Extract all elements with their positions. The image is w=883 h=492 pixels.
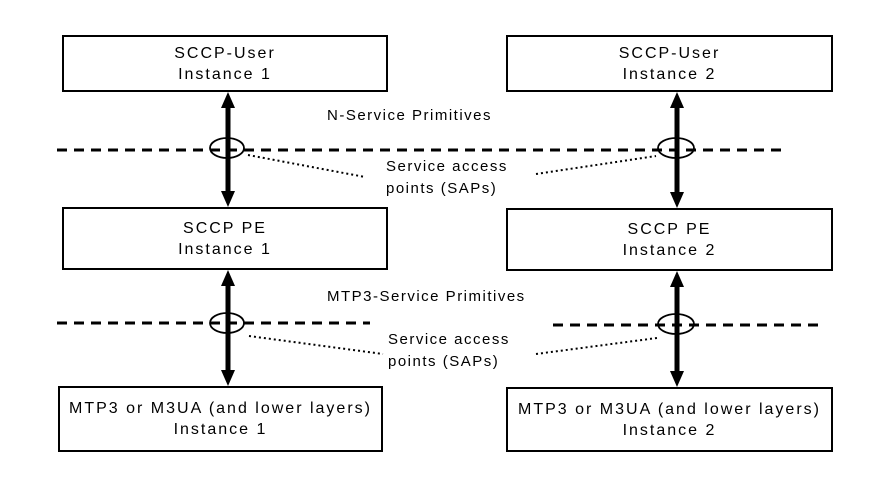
sap-label-upper: Service access points (SAPs) [386, 156, 508, 200]
arrowhead-up-icon [670, 271, 684, 287]
sap-label-line2: points (SAPs) [386, 180, 498, 197]
sap-leader-line-upper-right [535, 155, 657, 175]
arrowhead-down-icon [670, 371, 684, 387]
box-instance: Instance 1 [178, 65, 272, 83]
sap-label-line2: points (SAPs) [388, 353, 500, 370]
arrowhead-up-icon [221, 92, 235, 108]
sap-label-line1: Service access [388, 331, 510, 348]
box-title: SCCP-User [618, 44, 721, 62]
mtp3-instance2-box: MTP3 or M3UA (and lower layers) Instance… [506, 387, 833, 452]
arrowhead-up-icon [221, 270, 235, 286]
box-instance: Instance 2 [622, 241, 717, 259]
box-title: SCCP PE [627, 220, 712, 238]
box-instance: Instance 2 [622, 65, 717, 83]
sccp-user-instance1-box: SCCP-User Instance 1 [62, 35, 388, 92]
sccp-pe-instance1-box: SCCP PE Instance 1 [62, 207, 388, 270]
n-service-primitives-label: N-Service Primitives [327, 107, 493, 124]
sccp-user-instance2-box: SCCP-User Instance 2 [506, 35, 833, 92]
arrowhead-down-icon [221, 370, 235, 386]
sccp-pe-instance2-box: SCCP PE Instance 2 [506, 208, 833, 271]
box-title: MTP3 or M3UA (and lower layers) [518, 400, 821, 418]
mtp3-primitives-arrow-instance2 [670, 271, 684, 387]
mtp3-service-primitives-label: MTP3-Service Primitives [327, 288, 526, 305]
sap-label-line1: Service access [386, 158, 508, 175]
mtp3-instance1-box: MTP3 or M3UA (and lower layers) Instance… [58, 386, 383, 452]
n-primitives-arrow-instance2 [670, 92, 684, 208]
box-title: MTP3 or M3UA (and lower layers) [69, 400, 372, 417]
arrowhead-down-icon [670, 192, 684, 208]
box-instance: Instance 1 [178, 240, 272, 258]
n-primitives-arrow-instance1 [221, 92, 235, 207]
box-instance: Instance 1 [173, 421, 268, 438]
box-instance: Instance 2 [622, 421, 717, 439]
arrowhead-down-icon [221, 191, 235, 207]
box-title: SCCP-User [174, 44, 276, 62]
sap-label-lower: Service access points (SAPs) [388, 329, 510, 373]
sap-leader-line-lower-left [248, 335, 384, 355]
sap-leader-line-upper-left [247, 154, 366, 178]
mtp3-primitives-arrow-instance1 [221, 270, 235, 386]
arrowhead-up-icon [670, 92, 684, 108]
sap-leader-line-lower-right [535, 337, 658, 355]
box-title: SCCP PE [183, 219, 267, 237]
